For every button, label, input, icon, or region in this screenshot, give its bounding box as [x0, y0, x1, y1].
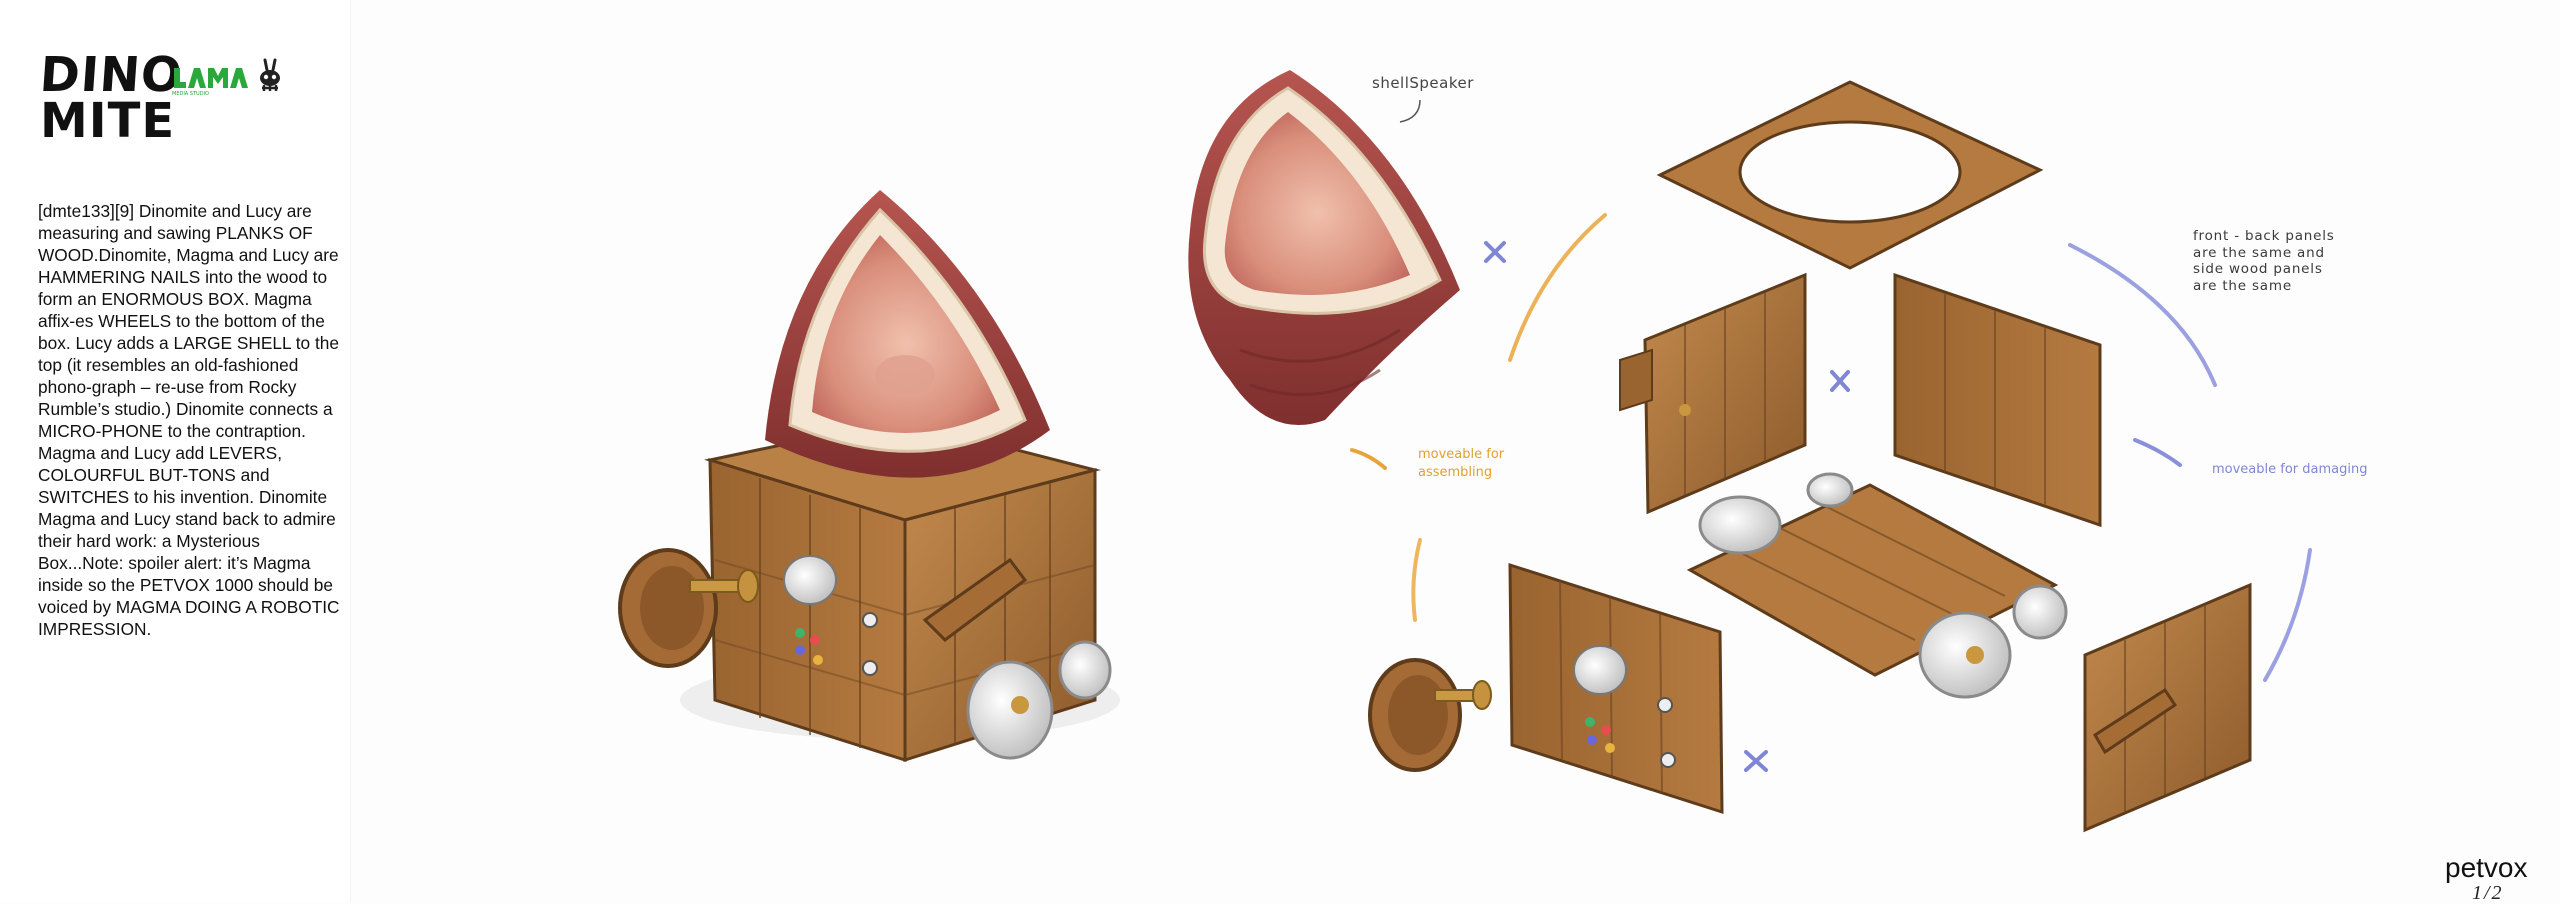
x-marks [1484, 241, 1850, 772]
bunny-skull-logo [260, 58, 280, 91]
dinomite-logo: DINO MITE [38, 47, 185, 149]
page-number: 1/2 [2472, 882, 2504, 904]
scene-description: [dmte133][9] Dinomite and Lucy are measu… [38, 201, 340, 639]
page-title: petvox [2445, 852, 2528, 883]
studio-logo [174, 68, 248, 88]
assembling-note: moveable for assembling [1418, 447, 1505, 480]
assembled-petvox [618, 190, 1120, 763]
exploded-parts [1368, 80, 2252, 833]
sidebar-panel: DINO MITE MEDIA STUDIO [dmte133][9] Dino… [0, 0, 351, 902]
studio-logo-subtext: MEDIA STUDIO [172, 91, 209, 97]
shell-speaker-label: shellSpeaker [1372, 74, 1474, 92]
shell-speaker-sketch [1188, 70, 1460, 425]
panels-note: front - back panels are the same and sid… [2193, 228, 2335, 294]
damaging-note: moveable for damaging [2212, 462, 2368, 477]
